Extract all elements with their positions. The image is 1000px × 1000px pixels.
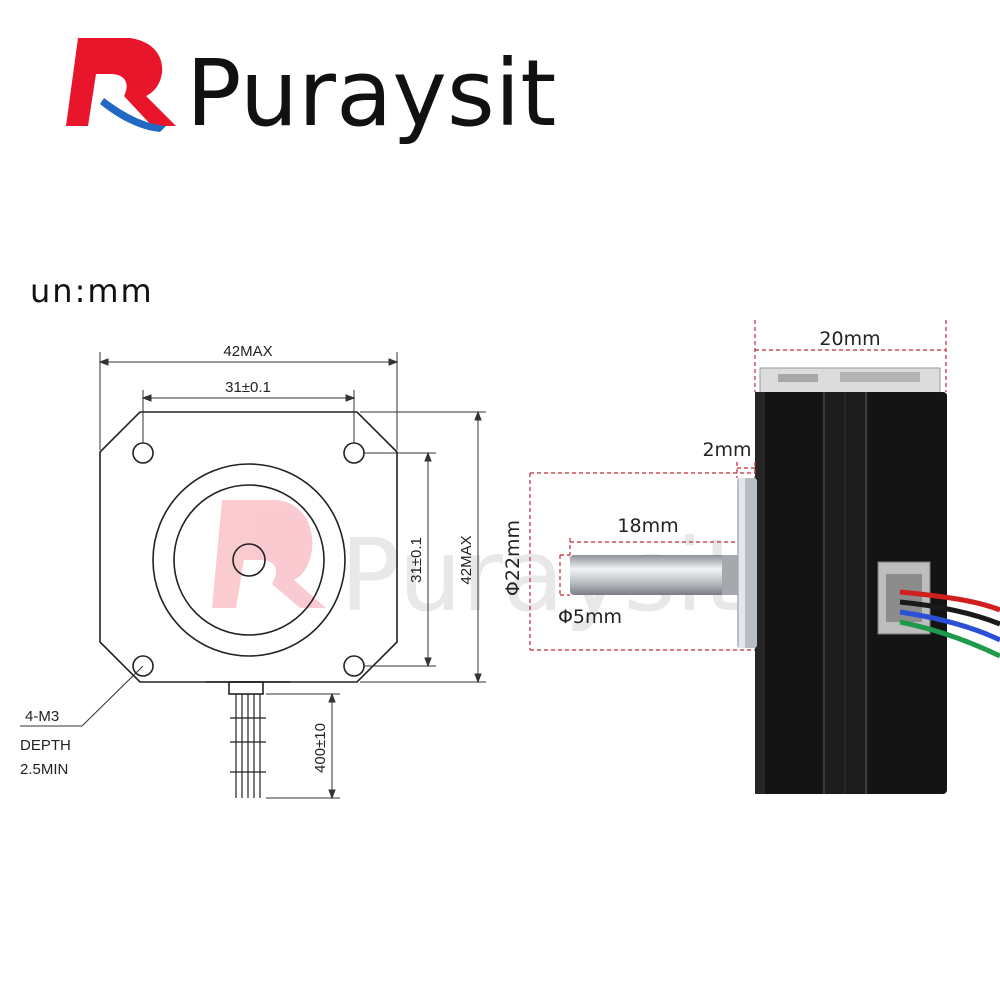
front-view-dimensions <box>20 352 486 800</box>
brand-name: Puraysit <box>186 40 556 147</box>
watermark-r-mark <box>212 500 326 608</box>
dim-height-max: 42MAX <box>458 535 475 584</box>
unit-label: un:mm <box>30 272 154 310</box>
side-view-motor <box>570 367 1000 794</box>
outer-boss-circle <box>152 463 346 657</box>
wire-green <box>899 619 1000 659</box>
wire-black <box>899 599 1000 627</box>
logo-r-mark <box>66 38 176 126</box>
cable-wires <box>230 694 266 798</box>
mount-holes-spec-line2: DEPTH <box>20 737 71 754</box>
cable-connector <box>228 681 264 695</box>
dim-shaft-length: 18mm <box>617 515 678 537</box>
dim-cable-length: 400±10 <box>312 723 329 773</box>
wire-red <box>899 589 1000 613</box>
dim-hole-spacing-v: 31±0.1 <box>408 537 425 583</box>
mount-hole-bottom-left <box>132 655 154 677</box>
dim-shaft-diameter: Φ5mm <box>558 606 622 628</box>
shaft-circle <box>232 543 266 577</box>
dim-boss-diameter: Φ22mm <box>502 520 524 596</box>
logo-swoosh <box>100 98 166 132</box>
brand-logo <box>66 38 176 132</box>
mount-hole-top-left <box>132 442 154 464</box>
motor-shaft <box>570 555 738 595</box>
mount-hole-bottom-right <box>343 655 365 677</box>
mount-holes-spec-line3: 2.5MIN <box>20 761 68 778</box>
dim-width-max: 42MAX <box>223 343 272 360</box>
dim-body-length: 20mm <box>819 328 880 350</box>
dim-hole-spacing-h: 31±0.1 <box>225 379 271 396</box>
mount-holes-spec-line1: 4-M3 <box>25 708 59 725</box>
side-view-dimensions <box>529 320 947 651</box>
mount-hole-top-right <box>343 442 365 464</box>
dim-boss-height: 2mm <box>702 439 751 461</box>
flange-outline <box>99 411 398 683</box>
wire-blue <box>899 609 1000 643</box>
inner-boss-circle <box>173 484 325 636</box>
